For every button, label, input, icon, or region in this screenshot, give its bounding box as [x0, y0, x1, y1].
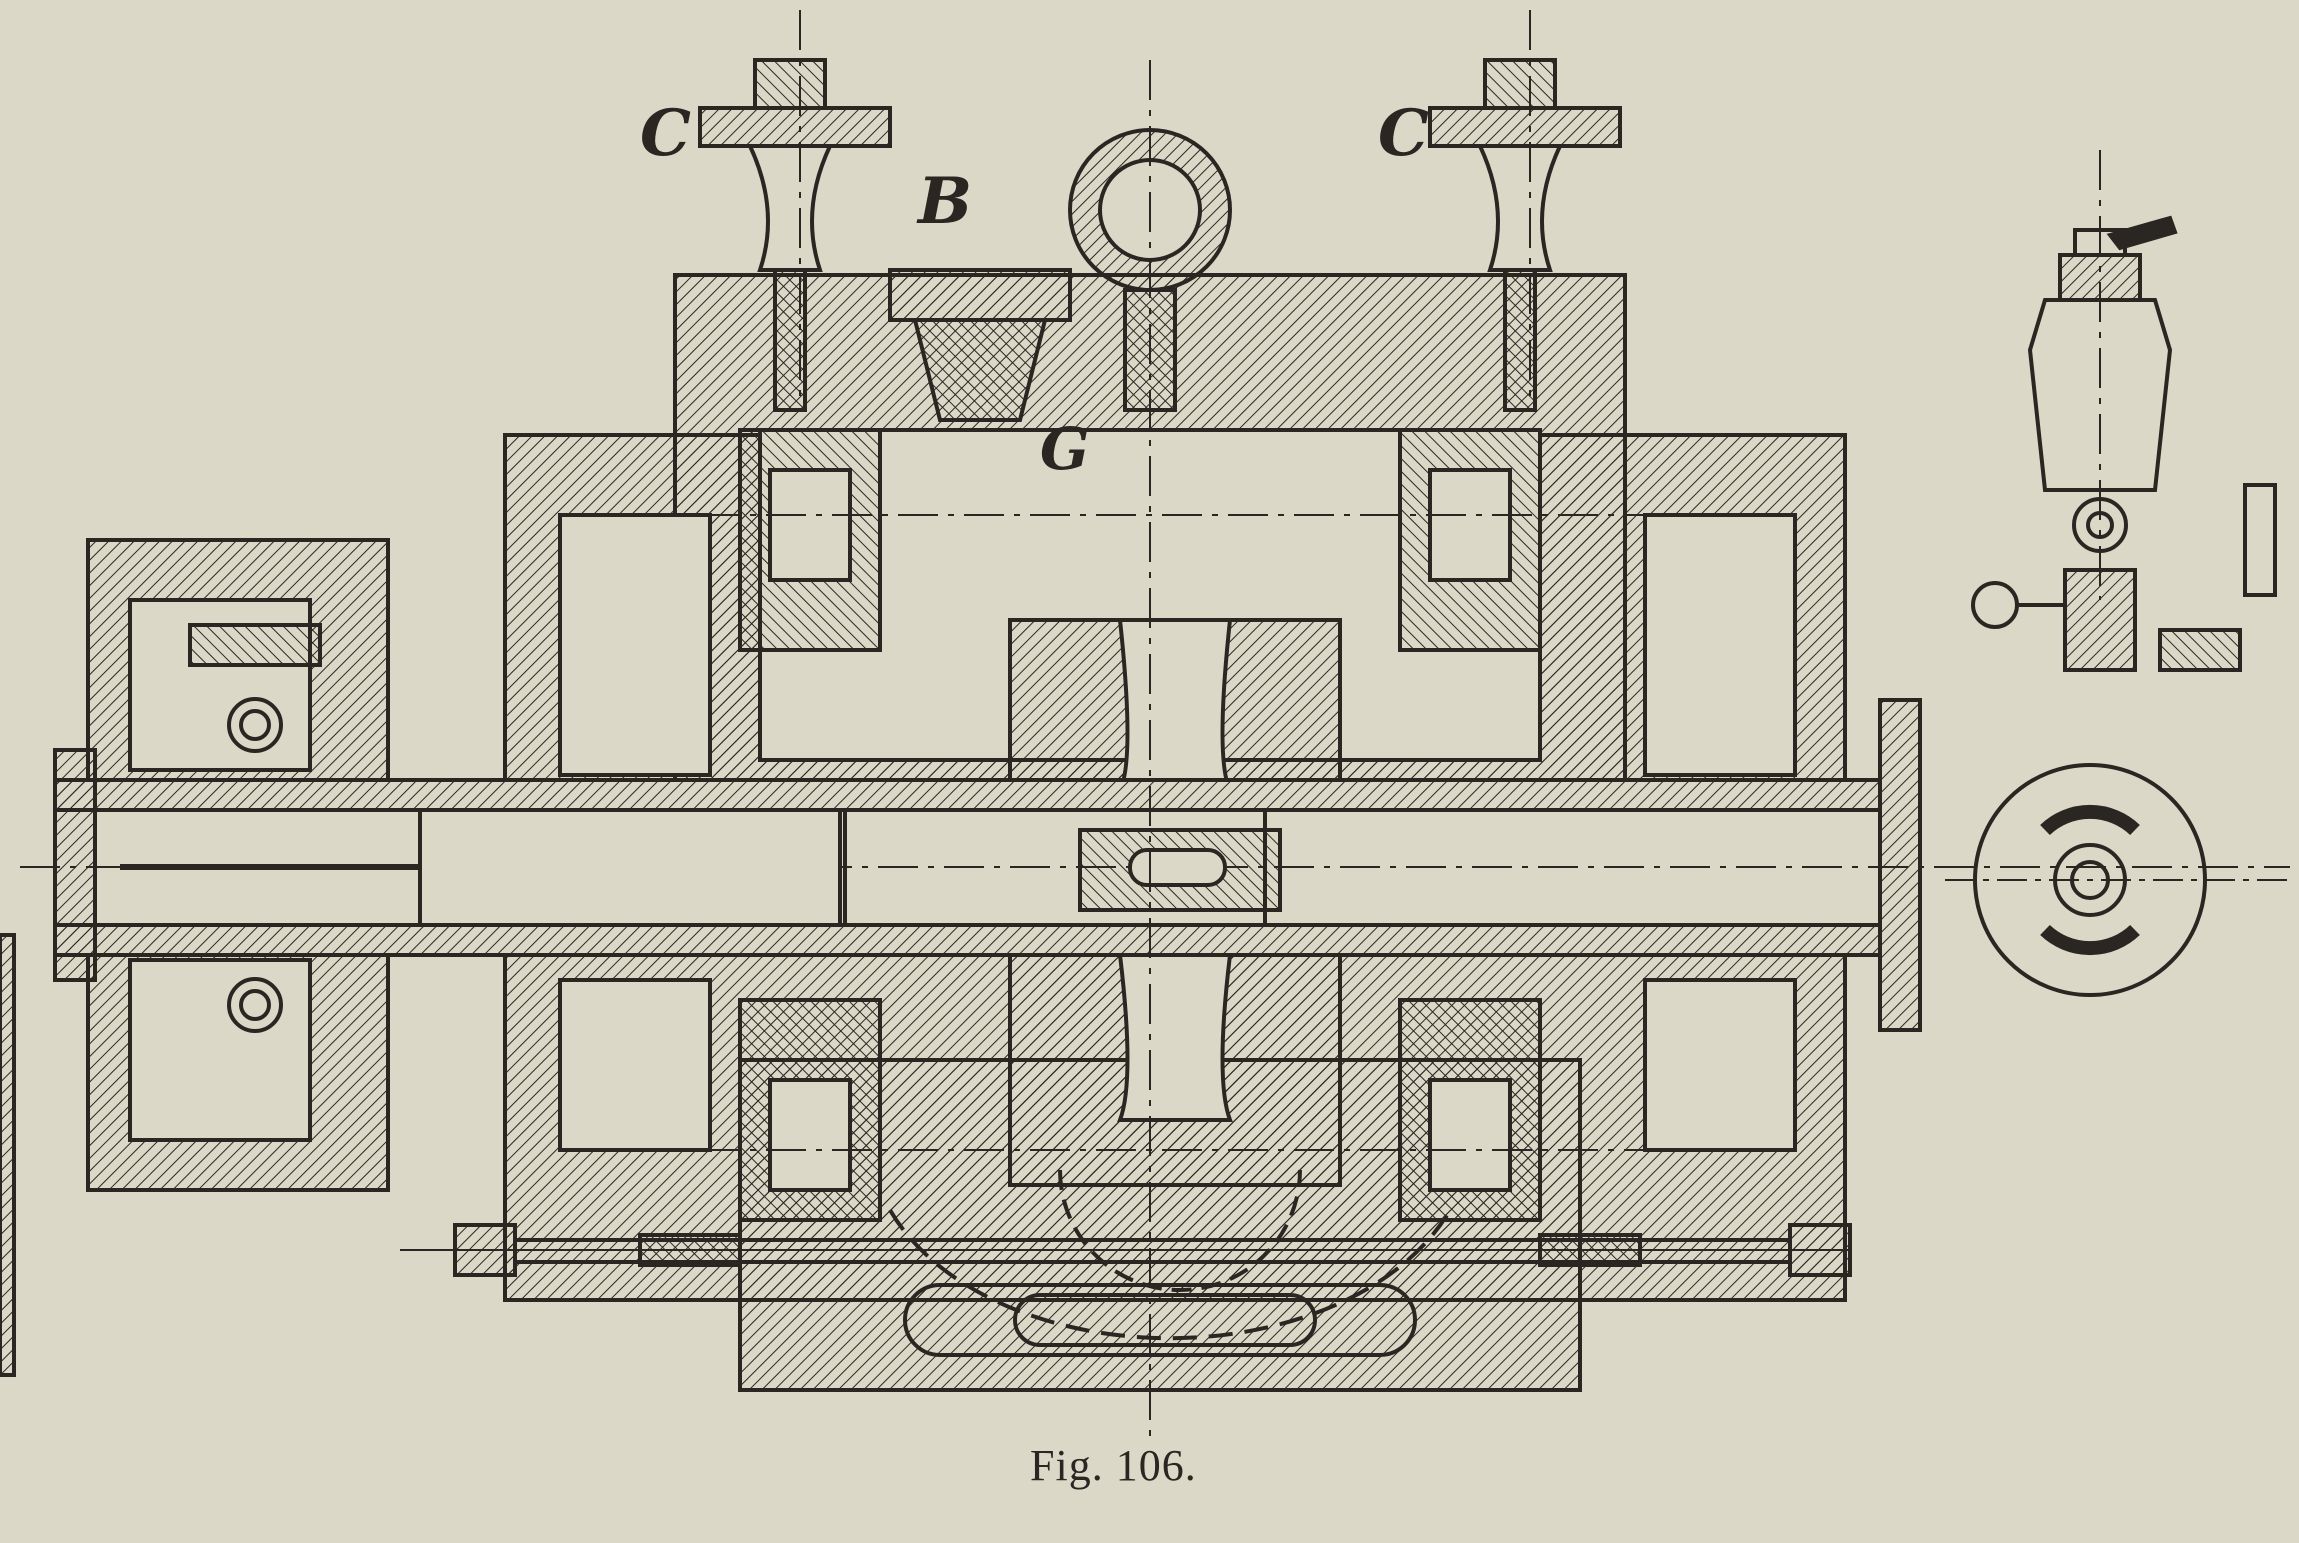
label-c-left: C [640, 96, 691, 171]
hand-wheel-left [698, 58, 892, 412]
center-lines [700, 10, 2101, 1440]
bearing-assemblies [738, 428, 1542, 1222]
left-edge-part [0, 933, 16, 1377]
lubricator [1971, 215, 2277, 672]
base-slots [903, 1283, 1417, 1357]
worm-housing [888, 618, 1452, 1341]
label-b: B [918, 164, 973, 239]
tie-rods [400, 1223, 1852, 1277]
label-g: G [1040, 415, 1090, 483]
figure-caption: Fig. 106. [1030, 1441, 1197, 1490]
nut-b [888, 268, 1072, 422]
hand-wheel-right [1428, 58, 1622, 412]
right-disc [1878, 698, 2295, 1032]
main-shaft [20, 748, 2290, 982]
label-c-right: C [1378, 96, 1429, 171]
